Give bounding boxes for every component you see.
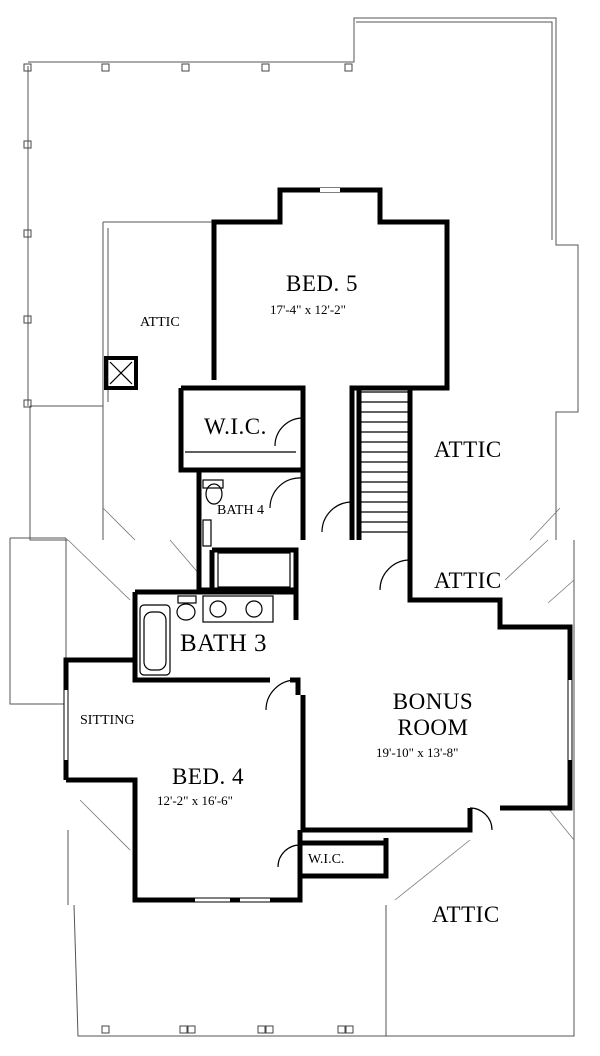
fixtures bbox=[64, 188, 572, 902]
porch-posts bbox=[23, 63, 354, 1034]
attic-right-upper-label: ATTIC bbox=[434, 437, 502, 462]
attic-hatch bbox=[104, 356, 138, 390]
bed4-name: BED. 4 bbox=[172, 764, 244, 789]
roof-outline bbox=[9, 17, 579, 1037]
bed5-name: BED. 5 bbox=[286, 271, 358, 296]
bath3-label: BATH 3 bbox=[180, 630, 268, 657]
bath4-label: BATH 4 bbox=[217, 503, 265, 518]
bonus-size: 19'-10" x 13'-8" bbox=[376, 745, 459, 760]
staircase bbox=[359, 391, 410, 533]
sitting-label: SITTING bbox=[80, 713, 135, 728]
wic-top-label: W.I.C. bbox=[204, 414, 267, 439]
attic-left-label: ATTIC bbox=[140, 315, 180, 330]
bed5-size: 17'-4" x 12'-2" bbox=[270, 302, 346, 317]
bed4-size: 12'-2" x 16'-6" bbox=[157, 793, 233, 808]
bonus-name-line2: ROOM bbox=[397, 715, 469, 740]
attic-right-middle-label: ATTIC bbox=[434, 568, 502, 593]
bonus-name-line1: BONUS bbox=[392, 689, 474, 714]
attic-hip-lines bbox=[67, 507, 575, 901]
wic-bottom-label: W.I.C. bbox=[308, 852, 345, 867]
walls bbox=[63, 187, 573, 903]
attic-right-lower-label: ATTIC bbox=[432, 902, 500, 927]
